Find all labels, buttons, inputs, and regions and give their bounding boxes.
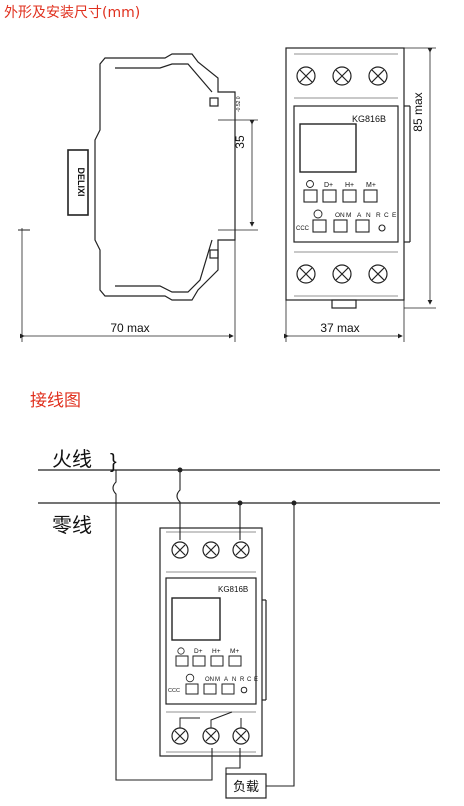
wiring-btn-on: ON bbox=[205, 677, 214, 683]
wiring-btn-m: M+ bbox=[230, 648, 239, 655]
side-view bbox=[18, 53, 236, 342]
front-btn-r: R bbox=[376, 212, 381, 219]
wiring-clock-icon bbox=[185, 673, 195, 683]
width-dimension-front bbox=[284, 300, 405, 342]
section-title-wiring: 接线图 bbox=[30, 391, 81, 411]
live-brace-icon: } bbox=[110, 451, 117, 473]
front-btn-e: E bbox=[392, 212, 397, 219]
wiring-btn-h: H+ bbox=[212, 648, 221, 655]
wiring-btn-a: A bbox=[224, 677, 228, 683]
height-label: 85 max bbox=[411, 92, 425, 131]
front-clock-icon bbox=[313, 209, 323, 219]
front-btn-c: C bbox=[384, 212, 389, 219]
front-btn-m2: M bbox=[346, 212, 351, 219]
wiring-cert-mark: CCC bbox=[168, 688, 180, 694]
load-label: 负载 bbox=[233, 780, 259, 795]
supply-lines bbox=[38, 469, 440, 504]
front-btn-h: H+ bbox=[345, 182, 354, 189]
front-model-label: KG816B bbox=[352, 114, 386, 124]
load-box bbox=[225, 773, 267, 799]
wiring-btn-d: D+ bbox=[194, 648, 203, 655]
wiring-btn-n: N bbox=[232, 677, 236, 683]
wiring-device bbox=[159, 527, 267, 757]
width-label-front: 37 max bbox=[320, 321, 359, 335]
front-view bbox=[285, 47, 411, 309]
front-buttons-row1 bbox=[303, 189, 378, 203]
front-power-icon bbox=[306, 180, 314, 188]
front-btn-m: M+ bbox=[366, 182, 376, 189]
relay-contact bbox=[179, 711, 242, 728]
wiring-connections bbox=[112, 470, 295, 787]
front-btn-n: N bbox=[366, 212, 371, 219]
front-btn-a: A bbox=[357, 212, 362, 219]
rail-dimension bbox=[232, 119, 258, 231]
wiring-power-icon bbox=[177, 647, 185, 655]
live-wire-label: 火线 bbox=[52, 447, 92, 471]
junction-dots bbox=[177, 467, 297, 506]
side-logo: DELIXI bbox=[76, 167, 86, 196]
front-cert-mark: CCC bbox=[296, 226, 310, 232]
wiring-btn-e: E bbox=[254, 677, 258, 683]
height-dimension bbox=[404, 47, 436, 309]
wiring-btn-r: R bbox=[240, 677, 245, 683]
wiring-model-label: KG816B bbox=[218, 585, 248, 594]
rail-dimension-label: 35 bbox=[233, 135, 247, 149]
section-title-dimensions: 外形及安装尺寸(mm) bbox=[4, 5, 141, 21]
neutral-wire-label: 零线 bbox=[52, 513, 92, 537]
wiring-terminals-bottom bbox=[171, 727, 250, 745]
wiring-buttons-row1 bbox=[175, 655, 242, 667]
width-label-side: 70 max bbox=[110, 321, 149, 335]
wiring-terminals-top bbox=[171, 541, 250, 559]
front-btn-on: ON bbox=[335, 212, 345, 219]
front-btn-d: D+ bbox=[324, 182, 333, 189]
front-buttons-row2 bbox=[312, 219, 386, 233]
wiring-btn-m2: M bbox=[215, 677, 220, 683]
front-terminals-bottom bbox=[296, 264, 388, 284]
front-terminals-top bbox=[296, 66, 388, 86]
wiring-buttons-row2 bbox=[185, 683, 248, 695]
wiring-btn-c: C bbox=[247, 677, 252, 683]
rail-tolerance-label: -0.52 0 bbox=[236, 96, 242, 112]
